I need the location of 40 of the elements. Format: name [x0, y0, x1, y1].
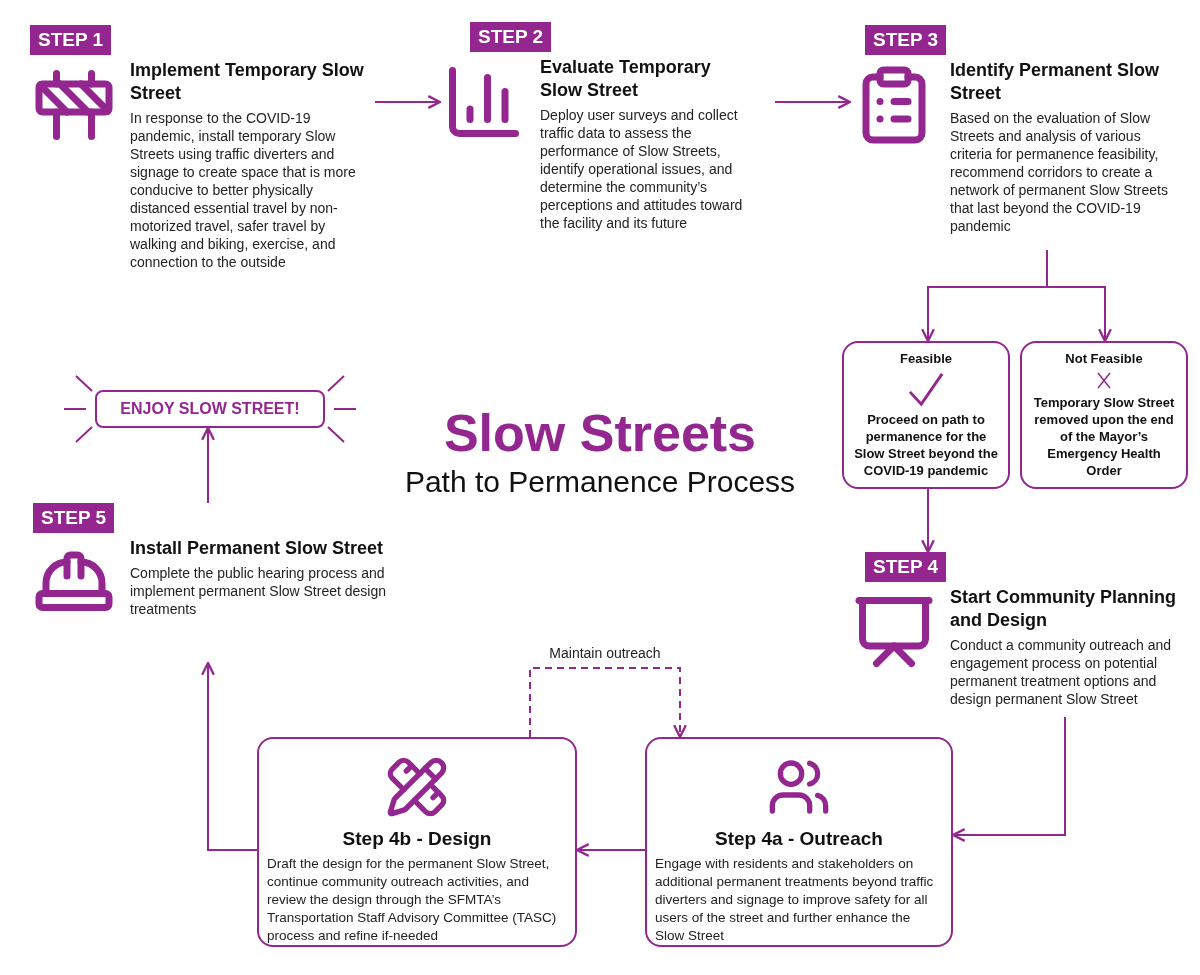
option-description: Temporary Slow Street removed upon the end of the Mayor’s Emergency Health Order: [1032, 394, 1176, 479]
step-badge: STEP 3: [865, 25, 947, 55]
step-description: Deploy user surveys and collect traffic data to assess the performance of Slow Streets, identify operational issues, and determine the community’s perceptions and attitudes toward the facility and its future: [540, 106, 744, 232]
diagram-subtitle: Path to Permanence Process: [404, 464, 796, 500]
option-card: [1020, 341, 1188, 489]
step-heading: Evaluate Temporary Slow Street: [540, 56, 712, 102]
step-heading: Identify Permanent Slow Street: [950, 59, 1161, 105]
option-heading: Feasible: [900, 351, 952, 367]
step-heading: Install Permanent Slow Street: [130, 537, 385, 560]
option-description: Proceed on path to permanence for the Slow Street beyond the COVID-19 pandemic: [853, 411, 999, 479]
step-description: In response to the COVID-19 pandemic, install temporary Slow Streets using traffic diverters and signage to create space that is more conducive to better physically distanced essential travel by non-motorized travel, safer travel by walking and biking, exercise, and connection to the outside: [130, 109, 357, 271]
arrow: [201, 661, 258, 851]
arrow: [1046, 249, 1112, 343]
arrow: [201, 426, 215, 504]
step-badge: STEP 2: [470, 22, 552, 52]
diagram-title: Slow Streets: [443, 403, 757, 464]
card-description: Draft the design for the permanent Slow Street, continue community outreach activities, and review the design through the SFMTA’s Transportation Staff Advisory Committee (TASC) process and refine if-needed: [267, 855, 558, 945]
step-description: Conduct a community outreach and engagement process on potential permanent treatment options and design permanent Slow Street: [950, 636, 1172, 708]
arrow: [951, 716, 1066, 842]
callout-box: ENJOY SLOW STREET!: [95, 390, 325, 428]
option-card: [842, 341, 1010, 489]
step-badge: STEP 4: [865, 552, 947, 582]
option-heading: Not Feasible: [1065, 351, 1143, 367]
arrow: [529, 667, 687, 739]
card-heading: Step 4b - Design: [342, 827, 492, 851]
step-card: [645, 737, 953, 947]
card-heading: Step 4a - Outreach: [715, 827, 883, 851]
edge-label: Maintain outreach: [549, 645, 661, 661]
step-badge: STEP 5: [33, 503, 115, 533]
step-heading: Start Community Planning and Design: [950, 586, 1177, 632]
step-description: Based on the evaluation of Slow Streets and analysis of various criteria for permanence feasibility, recommend corridors to create a network of permanent Slow Streets that last beyond the COVID-19 pandemic: [950, 109, 1169, 235]
arrow: [374, 95, 442, 109]
card-description: Engage with residents and stakeholders on additional permanent treatments beyond traffic diverters and signage to improve safety for all users of the street and further enhance the Slow Street: [655, 855, 935, 945]
step-heading: Implement Temporary Slow Street: [130, 59, 365, 105]
step-badge: STEP 1: [30, 25, 112, 55]
arrow: [575, 843, 646, 857]
step-card: [257, 737, 577, 947]
arrow: [921, 488, 935, 554]
step-description: Complete the public hearing process and implement permanent Slow Street design treatments: [130, 564, 388, 618]
arrow: [774, 95, 852, 109]
